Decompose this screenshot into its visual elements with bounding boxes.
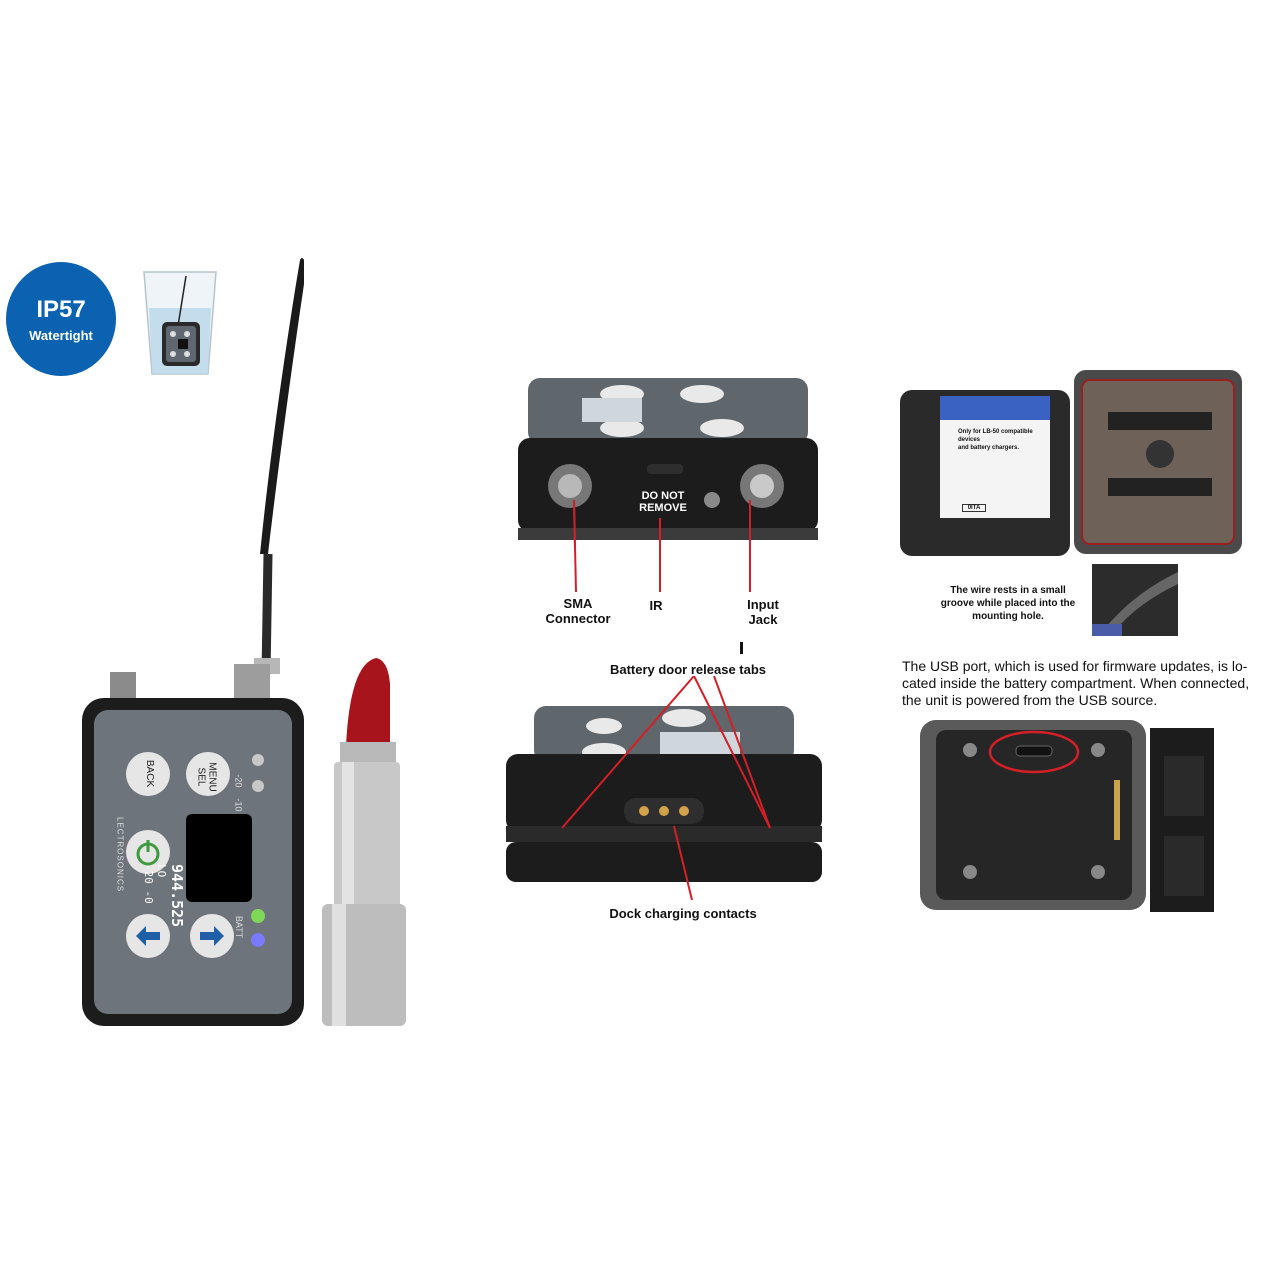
screen-line2: LO: [155, 864, 168, 878]
level-mark-10: -10: [233, 798, 244, 812]
lipstick-image: [322, 658, 406, 1026]
level-mark-20: -20: [233, 774, 244, 788]
left-arrow-icon: [136, 926, 160, 946]
usb-note-line2: cated inside the battery compartment. Wh…: [902, 675, 1250, 691]
sma-line1: SMA: [563, 596, 593, 611]
screen-frequency: 944.525: [168, 864, 186, 928]
usb-compartment-photo: [920, 720, 1214, 912]
brand-label: LECTROSONICS: [115, 816, 125, 893]
usb-note-line3: the unit is powered from the USB source.: [902, 692, 1158, 708]
input-line2: Jack: [748, 612, 778, 627]
do-not-remove-label: DO NOT REMOVE: [626, 490, 700, 514]
wire-note-line1: The wire rests in a small: [950, 585, 1066, 596]
input-line1: Input: [747, 597, 779, 612]
battery-text-line1: Only for LB-50 compatible devices: [958, 429, 1033, 443]
wire-note-line2: groove while placed into the: [940, 598, 1076, 609]
usb-note-line1: The USB port, which is used for firmware…: [902, 658, 1248, 674]
water-glass-image: [143, 271, 217, 375]
right-arrow-icon: [200, 926, 224, 946]
wire-groove-photo: [1092, 564, 1178, 636]
menu-sel-button: MENU SEL: [196, 762, 218, 791]
sma-connector-callout: SMA Connector: [538, 596, 618, 626]
menu-label: MENU: [206, 762, 218, 792]
input-jack-callout: Input Jack: [730, 597, 796, 627]
sma-line2: Connector: [545, 611, 611, 626]
battery-tag: 0ITA: [962, 504, 986, 512]
battery-compartment-photo: [900, 370, 1242, 556]
do-not-remove-line2: REMOVE: [639, 502, 687, 514]
power-icon: [136, 840, 160, 866]
transmitter-device-image: [82, 664, 304, 1026]
sel-label: SEL: [195, 767, 207, 787]
screen-line3: -20 -0: [142, 864, 155, 904]
top-callout-lines: [573, 500, 751, 593]
do-not-remove-line1: DO NOT: [641, 490, 685, 502]
ir-callout: IR: [649, 598, 663, 613]
battery-text-line2: and battery chargers.: [958, 445, 1020, 451]
back-button: BACK: [144, 759, 156, 788]
divider-mark: [740, 642, 743, 654]
wire-groove-note: The wire rests in a small groove while p…: [928, 584, 1088, 623]
bottom-view-photo: [506, 676, 822, 900]
battery-door-tabs-callout: Battery door release tabs: [609, 662, 767, 677]
usb-port-note: The USB port, which is used for firmware…: [902, 658, 1278, 709]
batt-label: BATT: [234, 915, 245, 939]
badge-subtitle: Watertight: [29, 328, 93, 343]
top-view-photo: [518, 378, 818, 550]
wire-note-line3: mounting hole.: [972, 611, 1044, 622]
battery-label-text: Only for LB-50 compatible devices and ba…: [958, 428, 1052, 452]
dock-contacts-callout: Dock charging contacts: [609, 906, 757, 921]
antenna-image: [254, 258, 304, 674]
badge-rating: IP57: [36, 296, 86, 323]
ip57-badge: IP57 Watertight: [6, 262, 116, 376]
device-screen: 944.525 LO -20 -0: [126, 864, 186, 952]
